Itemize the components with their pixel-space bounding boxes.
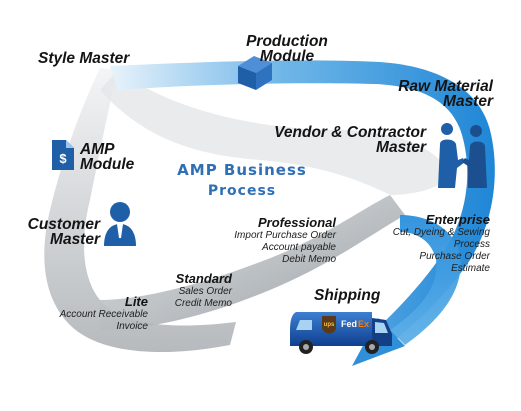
node-amp-module-line1: AMP — [80, 141, 115, 158]
flow-band-middle — [100, 195, 405, 330]
svg-text:$: $ — [59, 151, 67, 166]
flow-band-upper — [100, 70, 450, 195]
tier-standard: Standard Sales Order Credit Memo — [154, 272, 232, 310]
delivery-truck-icon: ups Fed Ex — [290, 312, 392, 354]
box-icon — [238, 56, 272, 90]
document-icon: $ — [52, 140, 74, 170]
node-raw-material-master-line1: Raw Material — [398, 78, 493, 95]
tier-lite: Lite Account Receivable Invoice — [40, 295, 148, 333]
customer-person-icon — [104, 202, 136, 246]
node-customer-master-line2: Master — [50, 231, 100, 248]
tier-lite-item: Account Receivable — [59, 309, 148, 320]
flow-band-left — [44, 68, 236, 353]
node-shipping: Shipping — [314, 287, 381, 304]
tier-enterprise-item: Process — [453, 239, 490, 250]
diagram-title-line1: AMP Business — [177, 161, 307, 179]
flow-band-blue-bottom — [390, 215, 461, 345]
tier-enterprise-item: Estimate — [451, 263, 490, 274]
node-vendor-contractor-master: Vendor & Contractor Master — [262, 124, 426, 156]
fedex-logo-fed: Fed — [341, 319, 357, 329]
node-amp-module-line2: Module — [80, 156, 135, 173]
node-customer-master: Customer Master — [12, 216, 100, 248]
diagram-title: AMP Business Process — [162, 160, 322, 202]
tier-lite-title: Lite — [124, 294, 148, 309]
ups-logo: ups — [324, 322, 335, 328]
node-vendor-contractor-master-line1: Vendor & Contractor — [274, 124, 426, 141]
tier-enterprise-title: Enterprise — [425, 212, 490, 227]
tier-enterprise: Enterprise Cut, Dyeing & Sewing Process … — [370, 213, 490, 275]
tier-professional-item: Debit Memo — [282, 254, 336, 265]
tier-lite-item: Invoice — [116, 321, 148, 332]
node-raw-material-master: Raw Material Master — [382, 78, 493, 110]
node-amp-module: AMP Module — [80, 141, 135, 173]
node-production-module-line1: Production — [246, 33, 328, 50]
tier-enterprise-item: Purchase Order — [419, 251, 490, 262]
tier-professional: Professional Import Purchase Order Accou… — [212, 216, 336, 266]
node-production-module: Production Module — [232, 33, 342, 65]
node-style-master: Style Master — [38, 50, 130, 67]
tier-enterprise-item: Cut, Dyeing & Sewing — [392, 227, 490, 238]
tier-standard-item: Credit Memo — [174, 298, 232, 309]
tier-professional-item: Import Purchase Order — [234, 230, 336, 241]
handshake-icon — [438, 123, 487, 188]
tier-professional-title: Professional — [257, 215, 336, 230]
fedex-logo-ex: Ex — [358, 319, 369, 329]
flow-band-blue-top — [110, 60, 495, 341]
tier-professional-item: Account payable — [262, 242, 336, 253]
tier-standard-title: Standard — [175, 271, 232, 286]
node-customer-master-line1: Customer — [27, 216, 100, 233]
node-vendor-contractor-master-line2: Master — [376, 139, 426, 156]
diagram-title-line2: Process — [207, 183, 277, 199]
node-production-module-line2: Module — [259, 48, 315, 65]
tier-standard-item: Sales Order — [178, 286, 232, 297]
node-raw-material-master-line2: Master — [443, 93, 493, 110]
